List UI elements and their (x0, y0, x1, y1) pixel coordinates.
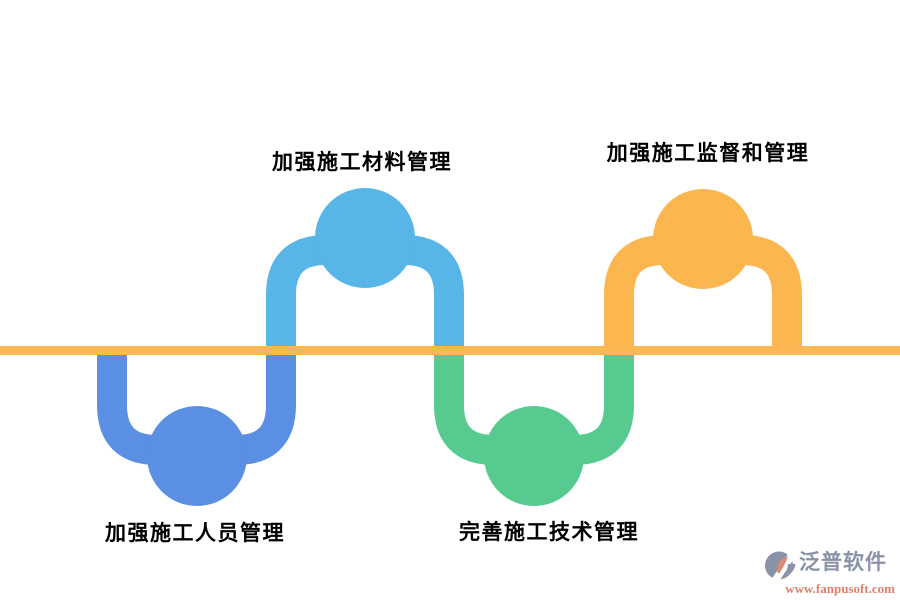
label-personnel: 加强施工人员管理 (105, 521, 285, 545)
node-circle-supervision (653, 189, 753, 289)
label-materials: 加强施工材料管理 (272, 150, 452, 174)
brand-name: 泛普软件 (799, 550, 887, 574)
logo-icon-wedge (786, 564, 796, 576)
node-circle-personnel (147, 406, 247, 506)
label-supervision: 加强施工监督和管理 (606, 141, 810, 165)
watermark-logo: 泛普软件 www.fanpusoft.com (765, 549, 895, 596)
node-circle-technology (484, 406, 584, 506)
brand-url: www.fanpusoft.com (785, 581, 895, 596)
node-circle-materials (315, 188, 415, 288)
label-technology: 完善施工技术管理 (459, 520, 639, 544)
fanpu-logo-icon (765, 551, 799, 580)
timeline-bar (0, 346, 900, 355)
logo-icon-leaf (777, 556, 788, 573)
